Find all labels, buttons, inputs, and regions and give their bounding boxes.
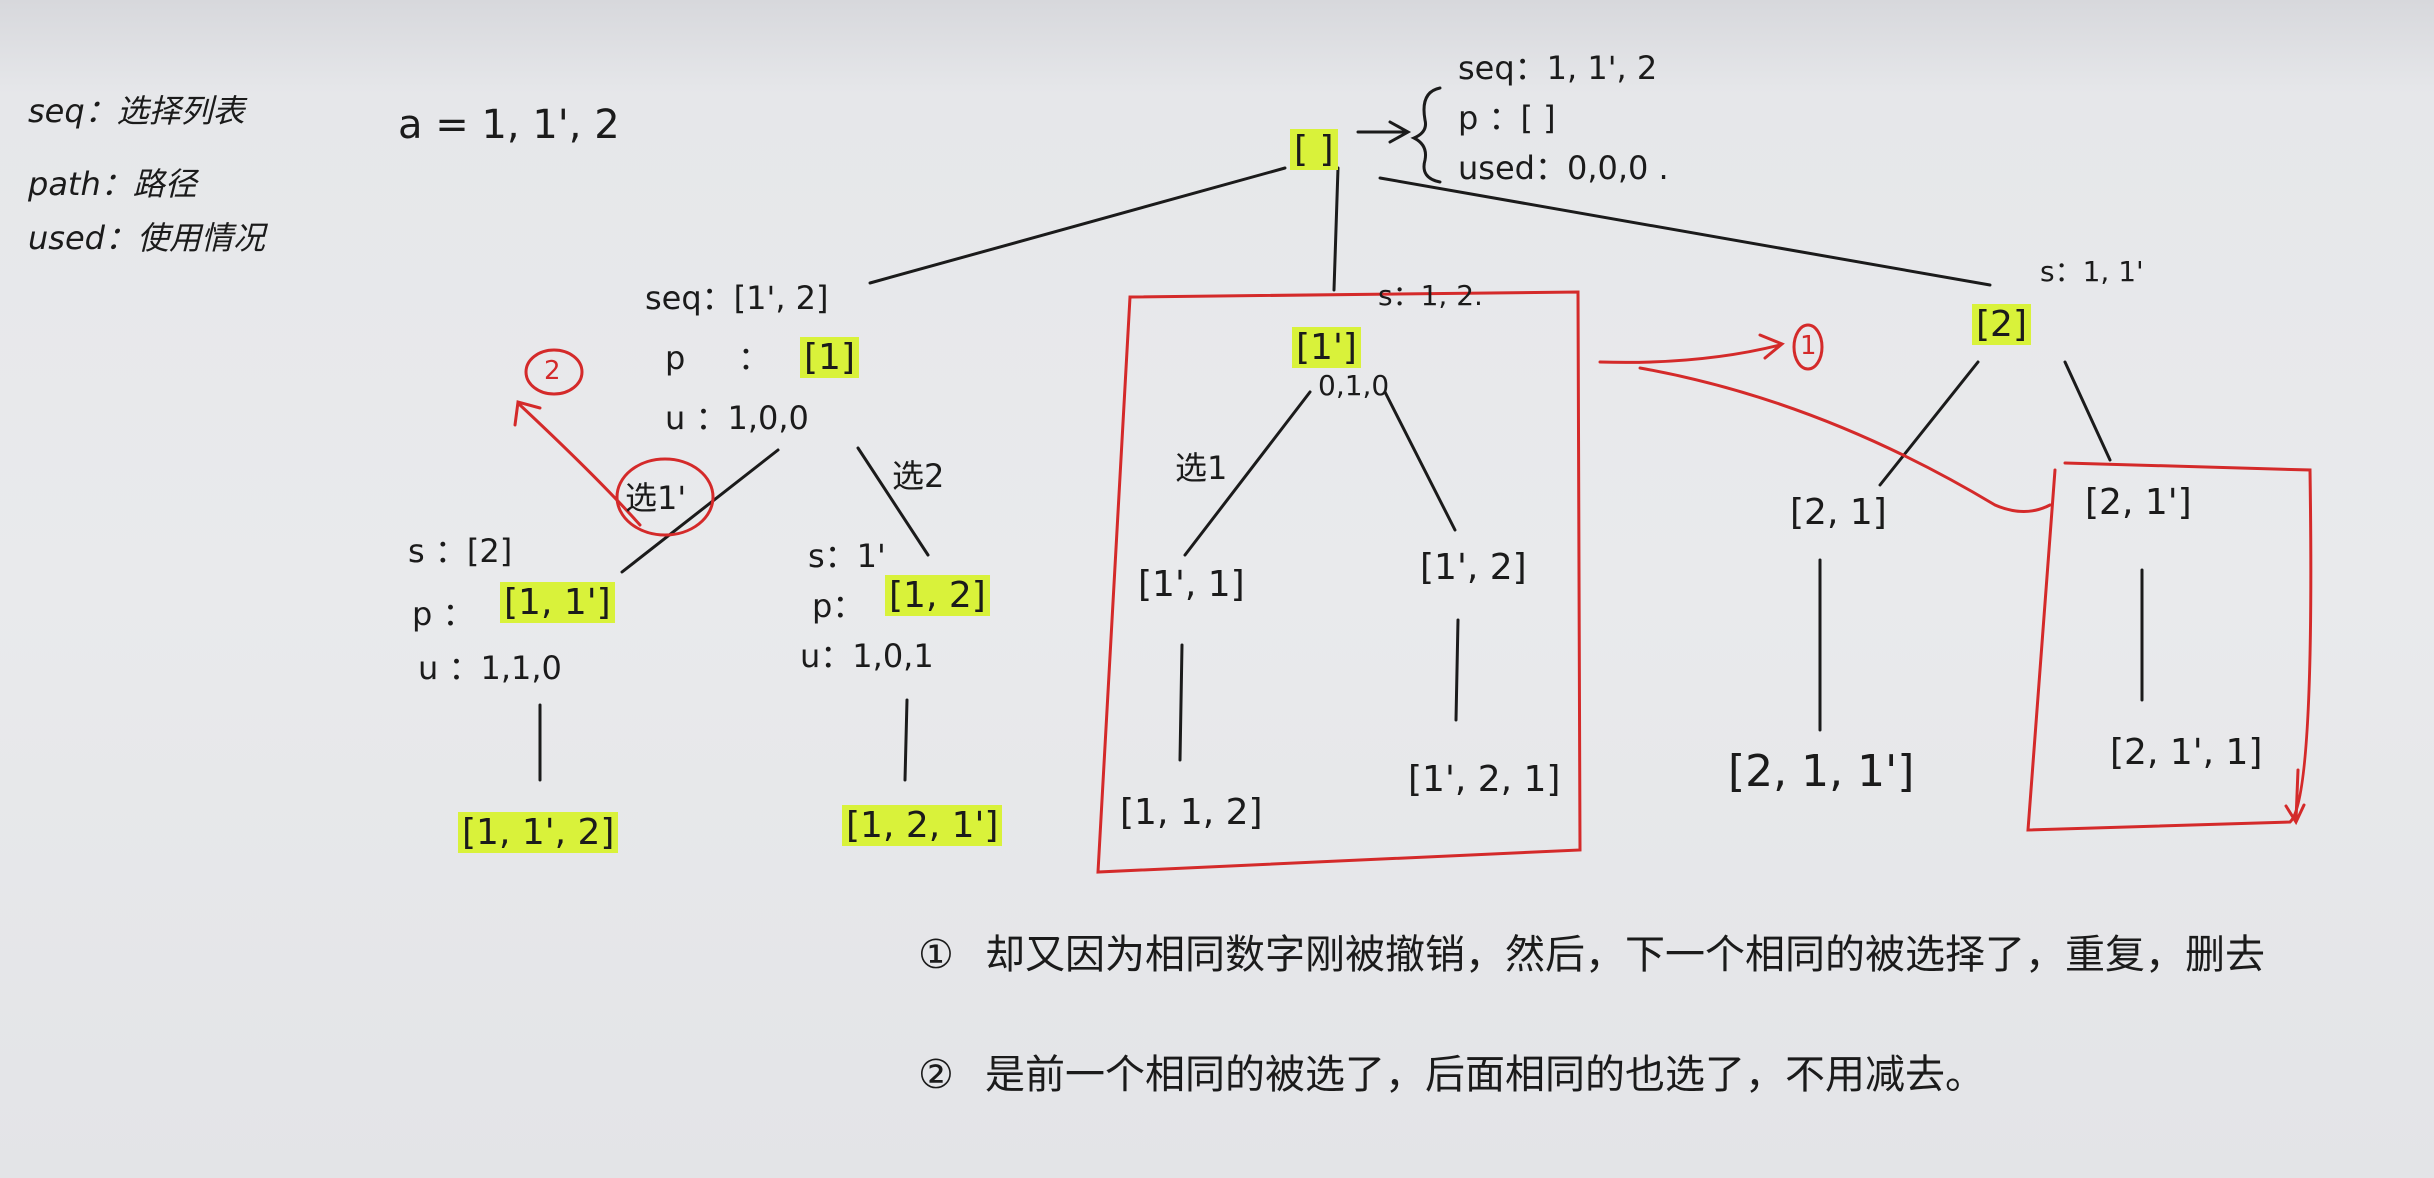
n3-node: [2] bbox=[1972, 304, 2031, 345]
l5-node: [2, 1] bbox=[1790, 492, 1887, 533]
n2-seq: s：1, 2. bbox=[1378, 279, 1483, 312]
l5-leaf: [2, 1, 1'] bbox=[1728, 746, 1915, 797]
legend-used: used：使用情况 bbox=[28, 219, 265, 257]
edge-n2-l3 bbox=[1183, 390, 1312, 557]
l1-seq: s ：[2] bbox=[408, 532, 513, 570]
legend-seq: seq：选择列表 bbox=[28, 92, 245, 130]
edge-n1-l2 bbox=[856, 446, 930, 557]
l1-used: u ：1,1,0 bbox=[418, 649, 562, 687]
n3-seq: s：1, 1' bbox=[2040, 255, 2144, 288]
edge-label-pick-1prime: 选1' bbox=[625, 479, 687, 517]
note-1-text: 却又因为相同数字刚被撤销，然后，下一个相同的被选择了，重复，删去 bbox=[985, 932, 2265, 978]
root-brace bbox=[1410, 86, 1442, 184]
l6-node: [2, 1'] bbox=[2085, 482, 2192, 523]
n3-node-label: [2] bbox=[1972, 304, 2031, 345]
red-mark-2: 2 bbox=[544, 356, 561, 386]
root-node-label: [ ] bbox=[1290, 129, 1338, 170]
root-node: [ ] bbox=[1290, 129, 1338, 170]
l4-leaf: [1', 2, 1] bbox=[1408, 759, 1561, 800]
l1-node-label: [1, 1'] bbox=[500, 582, 615, 623]
red-circle-pick bbox=[615, 457, 715, 537]
l2-node-label: [1, 2] bbox=[885, 575, 990, 616]
l1-node: [1, 1'] bbox=[500, 582, 615, 623]
note-1-number: ① bbox=[918, 932, 954, 978]
red-line-to-box bbox=[1638, 366, 2052, 513]
n1-used: u ：1,0,0 bbox=[665, 399, 809, 437]
input-array: a = 1, 1', 2 bbox=[398, 102, 620, 148]
l3-leaf: [1, 1, 2] bbox=[1120, 792, 1263, 833]
red-mark-1: 1 bbox=[1800, 331, 1817, 361]
n1-p-key: p bbox=[665, 339, 686, 377]
n2-used: 0,1,0 bbox=[1318, 369, 1390, 402]
red-circle-1 bbox=[1792, 323, 1824, 371]
legend-path: path：路径 bbox=[28, 165, 197, 203]
edge-n3-l5 bbox=[1878, 360, 1980, 487]
red-arrow-2 bbox=[513, 400, 642, 527]
edge-n2-l4 bbox=[1383, 390, 1457, 532]
edge-l4-leaf bbox=[1454, 618, 1460, 722]
edge-root-n1 bbox=[868, 166, 1287, 285]
root-path: p ：[ ] bbox=[1458, 99, 1556, 137]
l1-leaf-label: [1, 1', 2] bbox=[458, 812, 619, 853]
edge-root-n2 bbox=[1332, 166, 1340, 292]
l2-leaf: [1, 2, 1'] bbox=[842, 805, 1003, 846]
edge-n3-l6 bbox=[2063, 360, 2112, 462]
n1-seq: seq：[1', 2] bbox=[645, 279, 829, 317]
l2-used: u：1,0,1 bbox=[800, 637, 934, 675]
edge-n1-l1 bbox=[620, 448, 780, 574]
root-used: used：0,0,0 . bbox=[1458, 149, 1669, 187]
edge-l3-leaf bbox=[1178, 643, 1184, 762]
red-arrow-1 bbox=[1598, 333, 1785, 364]
red-circle-2 bbox=[524, 348, 584, 396]
l2-leaf-label: [1, 2, 1'] bbox=[842, 805, 1003, 846]
pruned-box-left bbox=[1096, 290, 1582, 874]
edge-label-pick-1: 选1 bbox=[1175, 449, 1228, 487]
l2-p-key: p： bbox=[812, 587, 865, 625]
l3-node: [1', 1] bbox=[1138, 564, 1245, 605]
note-2-number: ② bbox=[918, 1052, 954, 1098]
n1-node-label: [1] bbox=[800, 337, 859, 378]
edge-label-pick-2: 选2 bbox=[892, 457, 945, 495]
l6-leaf: [2, 1', 1] bbox=[2110, 732, 2263, 773]
n2-node: [1'] bbox=[1292, 327, 1361, 368]
edge-l2-leaf bbox=[903, 698, 909, 782]
l1-p-key: p ： bbox=[412, 595, 475, 633]
l2-seq: s：1' bbox=[808, 537, 886, 575]
root-arrow bbox=[1356, 120, 1412, 144]
n1-p-sep: ： bbox=[738, 339, 771, 377]
red-arrow-right-down bbox=[2284, 768, 2306, 826]
n2-node-label: [1'] bbox=[1292, 327, 1361, 368]
l1-leaf: [1, 1', 2] bbox=[458, 812, 619, 853]
note-2-text: 是前一个相同的被选了，后面相同的也选了，不用减去。 bbox=[985, 1052, 1985, 1098]
l2-node: [1, 2] bbox=[885, 575, 990, 616]
edge-root-n3 bbox=[1378, 176, 1992, 287]
n1-node: [1] bbox=[800, 337, 859, 378]
root-seq: seq：1, 1', 2 bbox=[1458, 49, 1658, 87]
l4-node: [1', 2] bbox=[1420, 547, 1527, 588]
